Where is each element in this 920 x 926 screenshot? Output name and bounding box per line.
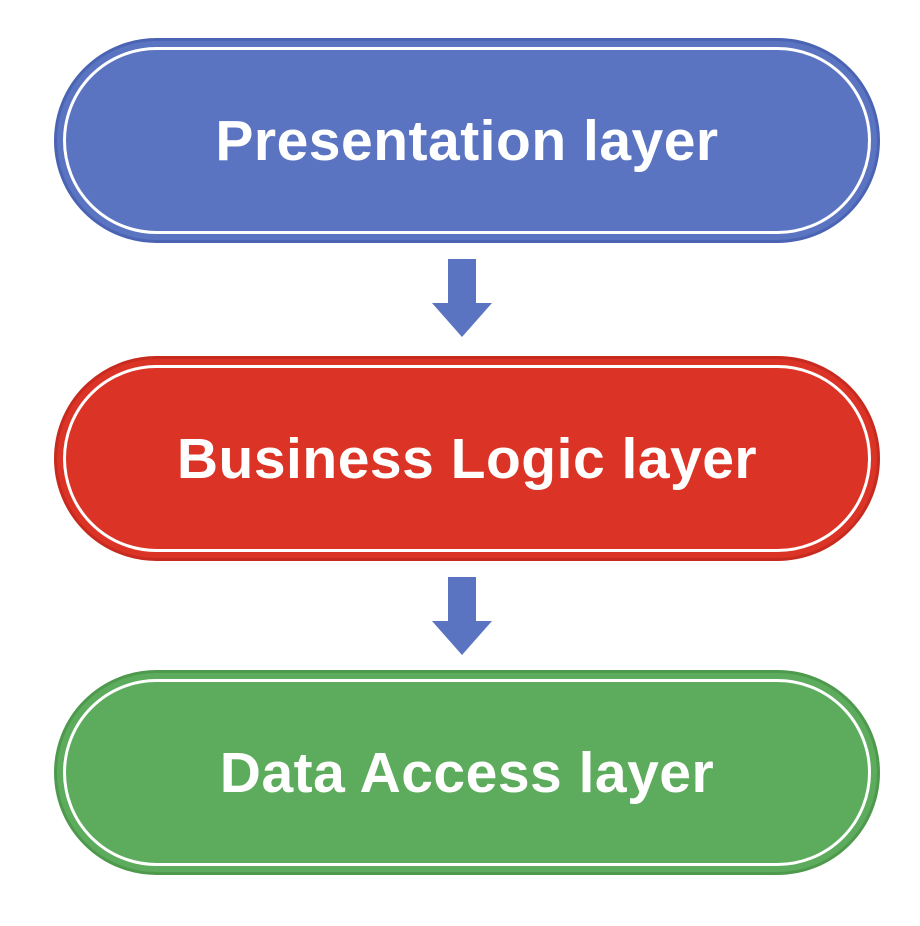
- down-arrow-icon: [432, 577, 492, 655]
- presentation-layer-inner-border: Presentation layer: [63, 47, 871, 234]
- data-access-layer-box: Data Access layer: [54, 670, 880, 875]
- business-logic-layer-inner-border: Business Logic layer: [63, 365, 871, 552]
- data-access-layer-inner-border: Data Access layer: [63, 679, 871, 866]
- presentation-layer-box: Presentation layer: [54, 38, 880, 243]
- down-arrow-icon: [432, 259, 492, 337]
- business-logic-layer-label: Business Logic layer: [176, 426, 758, 491]
- presentation-layer-label: Presentation layer: [215, 108, 719, 173]
- data-access-layer-label: Data Access layer: [219, 740, 715, 805]
- business-logic-layer-box: Business Logic layer: [54, 356, 880, 561]
